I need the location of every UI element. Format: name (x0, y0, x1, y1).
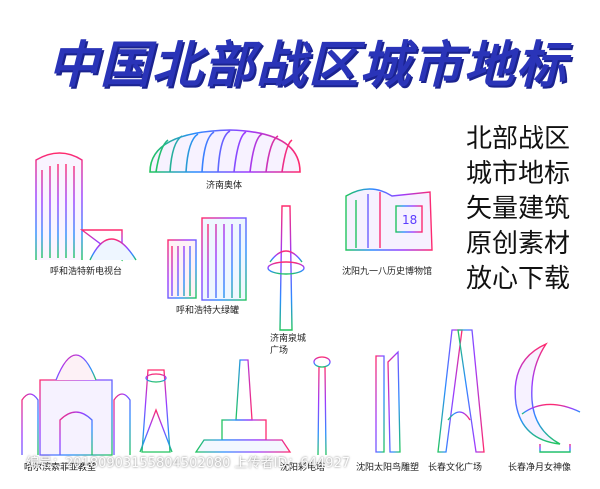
sunbird-sculpture-landmark (368, 350, 410, 454)
poster-title: 中国北部战区城市地标 (48, 35, 568, 94)
slogan-line: 原创素材 (466, 229, 571, 259)
green-tower-landmark (164, 206, 250, 301)
monument-landmark (194, 340, 292, 453)
label-green-tower: 呼和浩特大绿罐 (176, 305, 240, 317)
tower-landmark-a (139, 318, 173, 453)
tv-tower-landmark (312, 330, 332, 456)
watermark-strip: 编号：20180903155804502080 上传者ID：644927 (26, 456, 351, 471)
label-moon-goddess: 长春净月女神像 (508, 462, 572, 474)
label-church: 哈尔滨索菲亚教堂 (24, 462, 97, 474)
svg-text:18: 18 (402, 213, 417, 227)
label-culture-square: 长春文化广场 (428, 462, 483, 474)
spring-square-landmark (267, 205, 305, 331)
culture-square-landmark (430, 329, 492, 454)
slogan-block: 北部战区 城市地标 矢量建筑 原创素材 放心下载 (466, 122, 590, 297)
stadium-landmark (148, 129, 302, 173)
label-stadium: 济南奥体 (206, 180, 243, 192)
tv-station-landmark (30, 140, 140, 262)
moon-goddess-landmark (510, 342, 590, 454)
label-tv-tower: 沈阳彩电塔 (280, 462, 326, 474)
label-tv-station: 呼和浩特新电视台 (50, 266, 123, 278)
label-spring-square: 济南泉城广场 (270, 333, 307, 357)
museum-landmark: 18 (340, 188, 440, 253)
slogan-line: 放心下载 (466, 264, 571, 294)
slogan-line: 矢量建筑 (466, 194, 571, 224)
slogan-line: 北部战区 (466, 124, 571, 154)
slogan-line: 城市地标 (466, 159, 571, 189)
label-sunbird: 沈阳太阳鸟雕塑 (356, 462, 420, 474)
church-landmark (14, 320, 140, 457)
label-museum: 沈阳九一八历史博物馆 (342, 266, 433, 278)
